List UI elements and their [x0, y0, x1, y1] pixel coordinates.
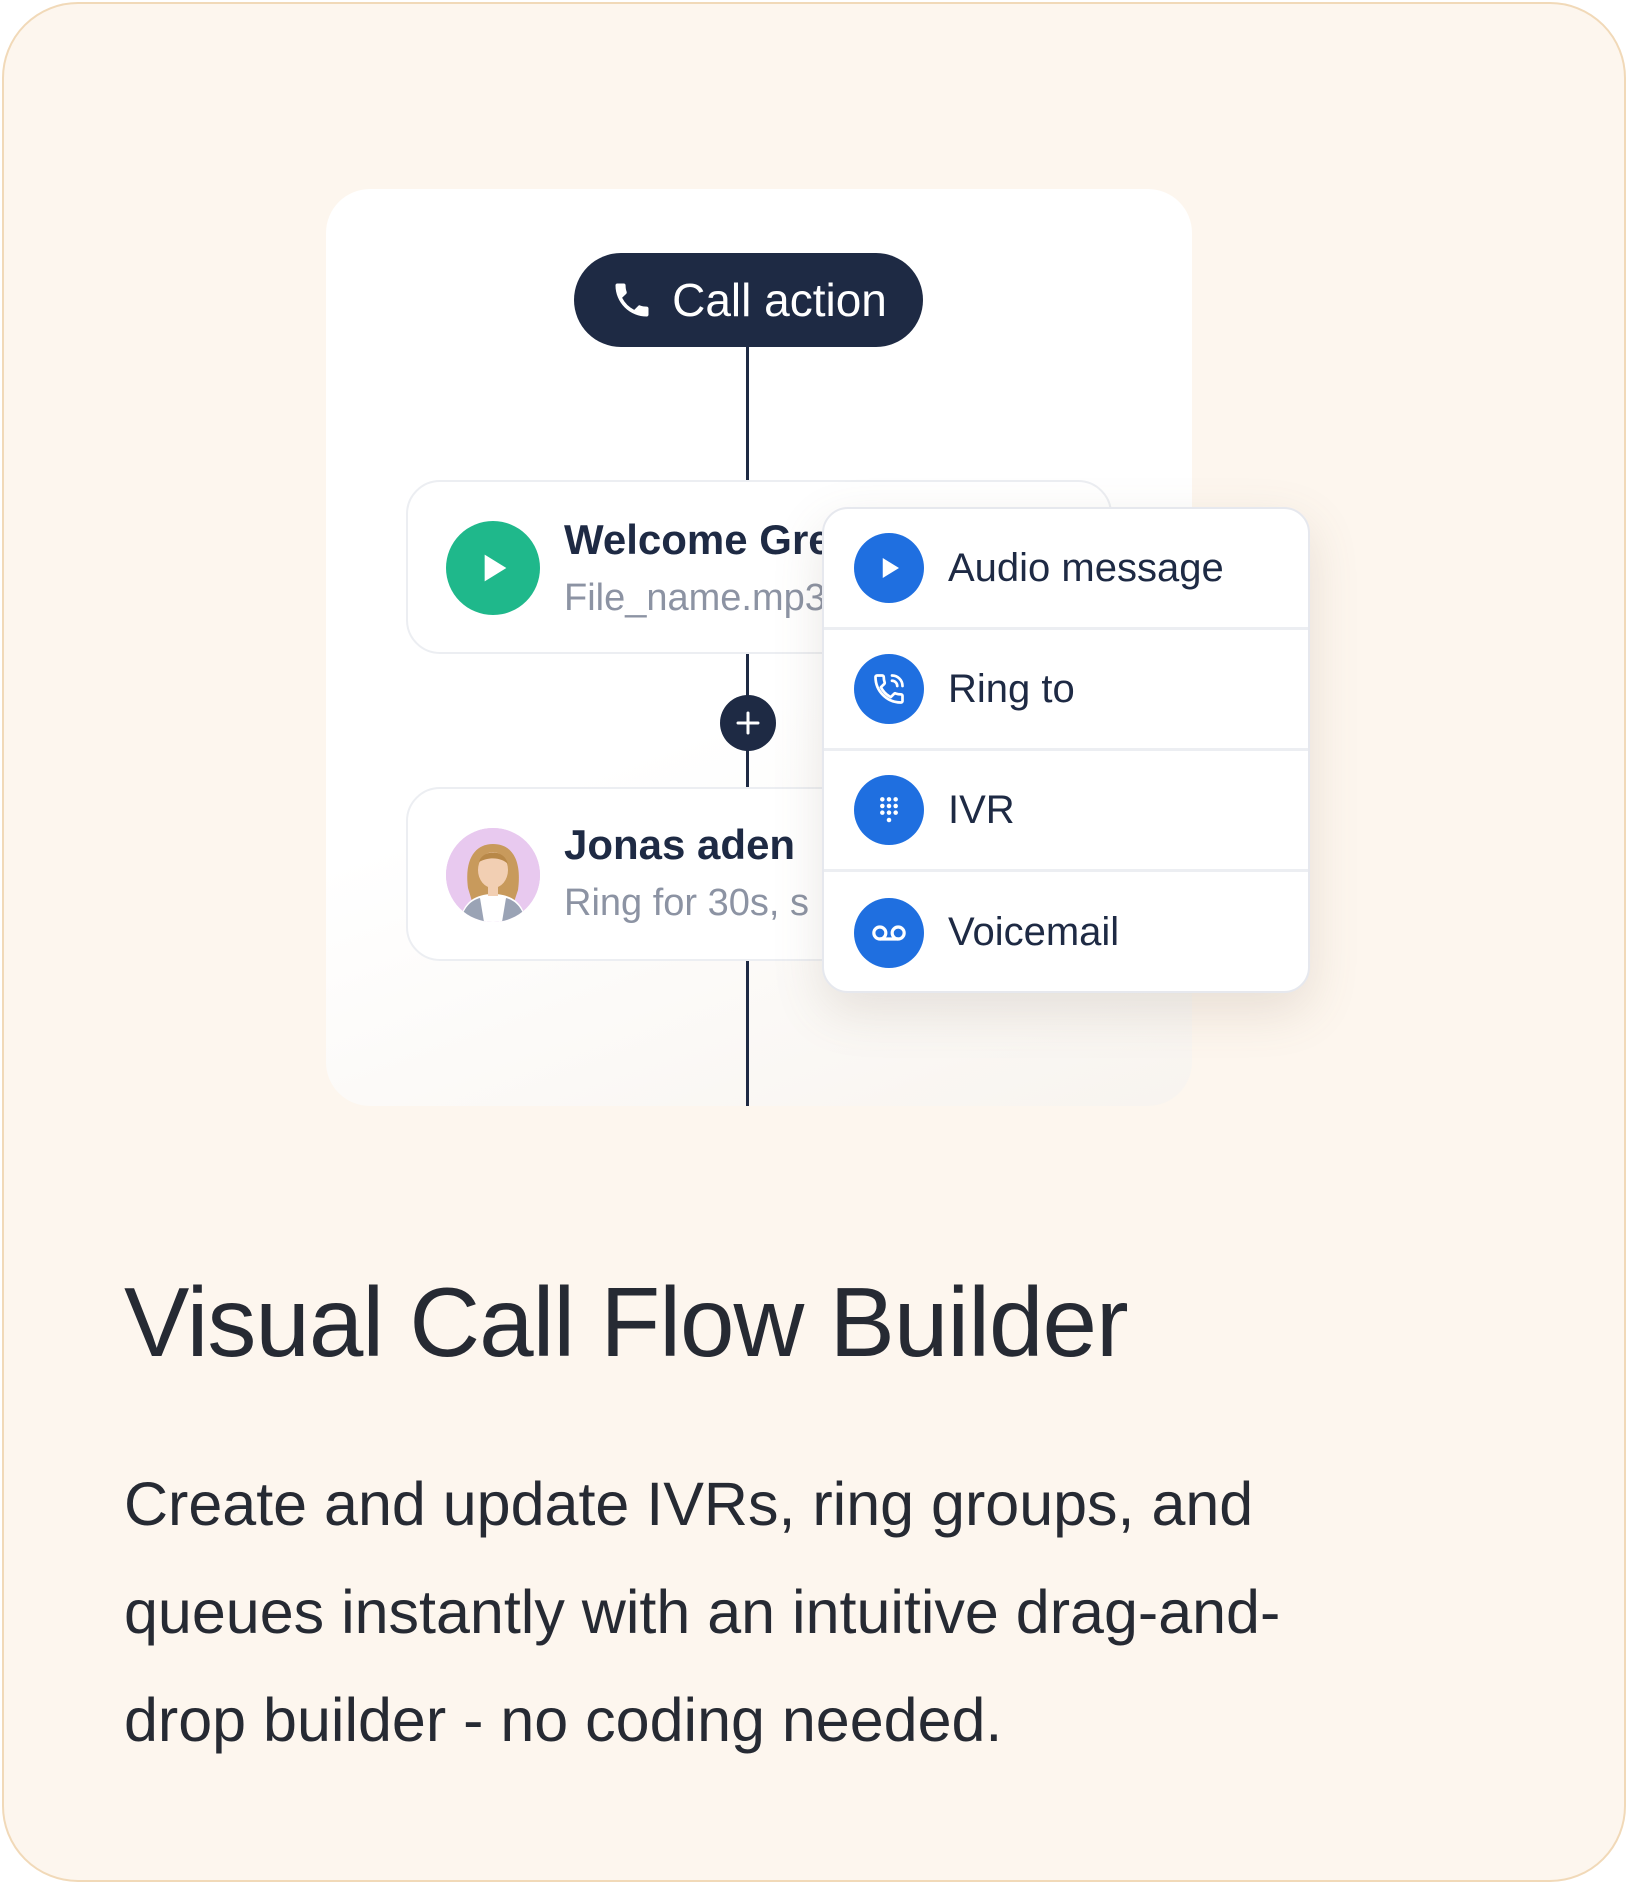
- avatar: [446, 828, 540, 922]
- action-menu: Audio message Ring to IVR: [822, 507, 1310, 993]
- welcome-node-file: File_name.mp3: [564, 577, 826, 619]
- menu-item-voicemail[interactable]: Voicemail: [824, 872, 1308, 991]
- voicemail-icon: [854, 897, 924, 968]
- phone-ring-icon: [854, 654, 924, 724]
- add-step-button[interactable]: [720, 695, 776, 751]
- welcome-node-title: Welcome Gre: [564, 516, 832, 563]
- description-line: drop builder - no coding needed.: [124, 1686, 1003, 1754]
- connector-line-bottom: [746, 959, 749, 1106]
- play-icon: [854, 533, 924, 603]
- call-action-label: Call action: [672, 274, 887, 326]
- feature-title: Visual Call Flow Builder: [124, 1267, 1129, 1377]
- plus-icon: [736, 711, 760, 735]
- agent-node-name: Jonas aden: [564, 821, 796, 868]
- dialpad-icon: [854, 775, 924, 845]
- menu-item-audio-message[interactable]: Audio message: [824, 509, 1308, 630]
- menu-item-ivr[interactable]: IVR: [824, 751, 1308, 872]
- play-icon: [446, 521, 540, 615]
- call-action-button[interactable]: Call action: [574, 253, 923, 347]
- phone-icon: [615, 283, 649, 317]
- connector-line-top: [746, 344, 749, 482]
- menu-item-label: Ring to: [948, 666, 1075, 711]
- description-line: queues instantly with an intuitive drag-…: [124, 1578, 1281, 1646]
- feature-description: Create and update IVRs, ring groups, and…: [124, 1450, 1544, 1774]
- menu-item-label: IVR: [948, 787, 1015, 832]
- menu-item-label: Voicemail: [948, 910, 1120, 954]
- agent-node-detail: Ring for 30s, s: [564, 882, 809, 924]
- description-line: Create and update IVRs, ring groups, and: [124, 1470, 1254, 1538]
- menu-item-ring-to[interactable]: Ring to: [824, 630, 1308, 751]
- menu-item-label: Audio message: [948, 545, 1224, 590]
